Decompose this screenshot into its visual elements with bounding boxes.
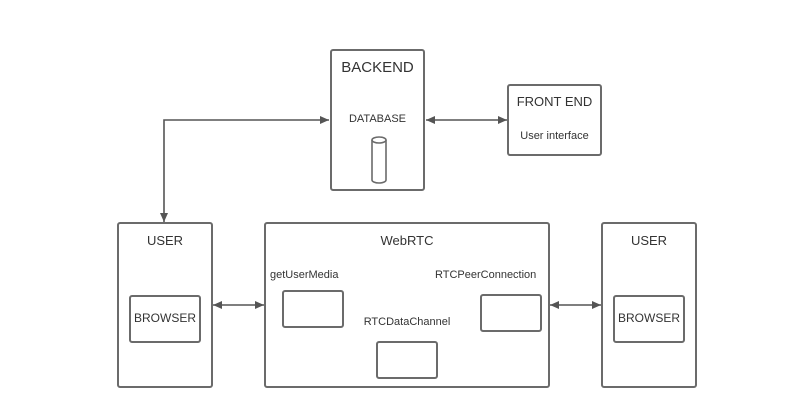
user-left-title: USER <box>146 233 184 248</box>
user-right-title: USER <box>630 233 668 248</box>
getusermedia-label: getUserMedia <box>270 269 339 281</box>
database-cylinder-icon <box>371 136 387 184</box>
frontend-subtitle: User interface <box>520 130 589 142</box>
frontend-box: FRONT END User interface <box>507 84 602 156</box>
rtcpeerconnection-box <box>480 294 542 332</box>
webrtc-title: WebRTC <box>380 233 434 248</box>
frontend-title: FRONT END <box>516 94 593 109</box>
rtcpeerconnection-label: RTCPeerConnection <box>435 269 537 281</box>
rtcdatachannel-box <box>376 341 438 379</box>
user-left-box: USER BROWSER <box>117 222 213 388</box>
getusermedia-box <box>282 290 344 328</box>
rtcdatachannel-label: RTCDataChannel <box>363 316 451 328</box>
user-right-browser-box: BROWSER <box>613 295 685 343</box>
database-label: DATABASE <box>348 113 407 125</box>
backend-box: BACKEND DATABASE <box>330 49 425 191</box>
connector-backend-user-left <box>160 116 329 222</box>
user-right-box: USER BROWSER <box>601 222 697 388</box>
user-left-browser-label: BROWSER <box>133 311 196 325</box>
user-left-browser-box: BROWSER <box>129 295 201 343</box>
user-right-browser-label: BROWSER <box>617 311 680 325</box>
webrtc-box: WebRTC getUserMedia RTCPeerConnection RT… <box>264 222 550 388</box>
backend-title: BACKEND <box>341 59 414 76</box>
